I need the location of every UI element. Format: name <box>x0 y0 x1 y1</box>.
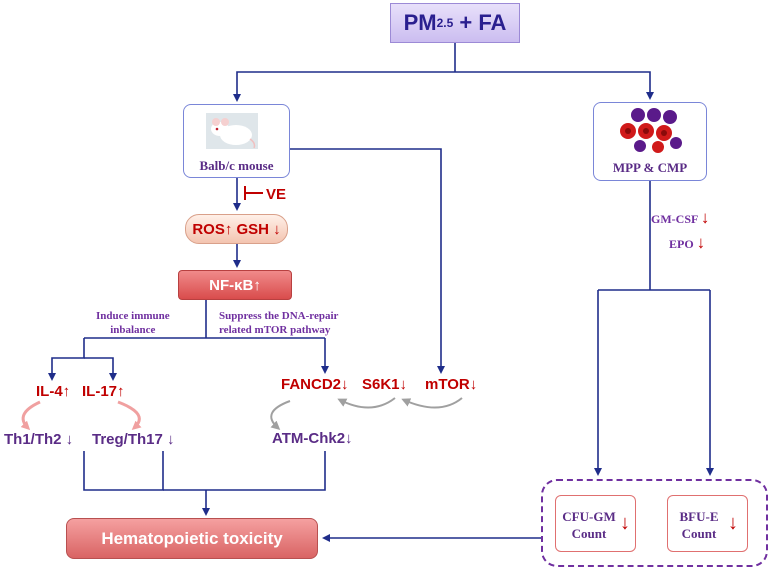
curve-fancd2-to-atm <box>270 400 291 430</box>
mpp-cmp-box: MPP & CMP <box>593 102 707 181</box>
line-th-merge <box>83 451 164 491</box>
immune-imbalance-label: Induce immune inbalance <box>96 309 170 337</box>
arrow-pm-to-mouse <box>233 71 455 102</box>
nfkb-label: NF-κB↑ <box>209 276 261 294</box>
mouse-label: Balb/c mouse <box>199 158 274 173</box>
arrow-pm-to-mpp <box>455 71 654 100</box>
gm-csf-text: GM-CSF <box>651 212 698 226</box>
curve-s6k1-to-fancd2 <box>337 397 396 409</box>
immune-line-2: inbalance <box>110 324 156 336</box>
il17-label: IL-17↑ <box>82 383 125 400</box>
balbc-mouse-box: Balb/c mouse <box>183 104 290 178</box>
ve-inhibition-line <box>244 186 263 200</box>
counts-group-frame <box>541 479 768 567</box>
curve-il4-to-th1 <box>20 400 41 431</box>
ros-gsh-box: ROS↑ GSH ↓ <box>185 214 288 244</box>
mpp-cmp-label: MPP & CMP <box>612 160 688 175</box>
arrow-to-il4-l <box>48 338 85 381</box>
hematopoietic-toxicity-label: Hematopoietic toxicity <box>101 528 283 548</box>
arrow-to-il17 <box>84 357 117 381</box>
dna-line-1: Suppress the DNA-repair <box>219 310 339 322</box>
hematopoietic-toxicity-box: Hematopoietic toxicity <box>66 518 318 559</box>
curve-mtor-to-s6k1 <box>401 397 463 409</box>
bfu-e-label: BFU-E Count <box>672 508 726 542</box>
pm-label: PM <box>403 10 437 35</box>
gm-csf-down-icon: ↓ <box>700 208 710 227</box>
cfu-gm-count-box: CFU-GM Count ↓ <box>555 495 636 552</box>
epo-label: EPO ↓ <box>669 233 705 253</box>
bfu-line-1: BFU-E <box>679 509 719 524</box>
epo-text: EPO <box>669 237 694 251</box>
dna-repair-label: Suppress the DNA-repair related mTOR pat… <box>219 309 338 337</box>
gm-csf-label: GM-CSF ↓ <box>651 208 709 228</box>
nfkb-box: NF-κB↑ <box>178 270 292 300</box>
bfu-e-count-box: BFU-E Count ↓ <box>667 495 748 552</box>
cfu-gm-label: CFU-GM Count <box>560 508 618 542</box>
arrow-mouse-to-mtor <box>290 148 445 374</box>
immune-line-1: Induce immune <box>96 310 170 322</box>
mouse-photo-icon <box>206 113 258 149</box>
line-atm-merge <box>163 451 326 491</box>
fa-label: + FA <box>453 10 507 35</box>
th1-th2-label: Th1/Th2 ↓ <box>4 431 74 448</box>
mtor-label: mTOR↓ <box>425 376 478 393</box>
il4-label: IL-4↑ <box>36 383 71 400</box>
bfu-down-icon: ↓ <box>728 512 738 534</box>
curve-il17-to-treg <box>117 400 142 430</box>
fancd2-label: FANCD2↓ <box>281 376 349 393</box>
atm-chk2-label: ATM-Chk2↓ <box>272 430 353 447</box>
pm-subscript: 2.5 <box>436 16 454 30</box>
epo-down-icon: ↓ <box>696 233 706 252</box>
cfu-line-2: Count <box>571 526 607 541</box>
bfu-line-2: Count <box>681 526 717 541</box>
treg-th17-label: Treg/Th17 ↓ <box>92 431 175 448</box>
ve-label: VE <box>266 186 287 203</box>
s6k1-label: S6K1↓ <box>362 376 408 393</box>
ros-gsh-label: ROS↑ GSH ↓ <box>192 220 281 238</box>
cfu-down-icon: ↓ <box>620 512 630 534</box>
cfu-line-1: CFU-GM <box>562 509 616 524</box>
blood-cells-icon <box>620 108 682 153</box>
dna-line-2: related mTOR pathway <box>219 324 331 336</box>
